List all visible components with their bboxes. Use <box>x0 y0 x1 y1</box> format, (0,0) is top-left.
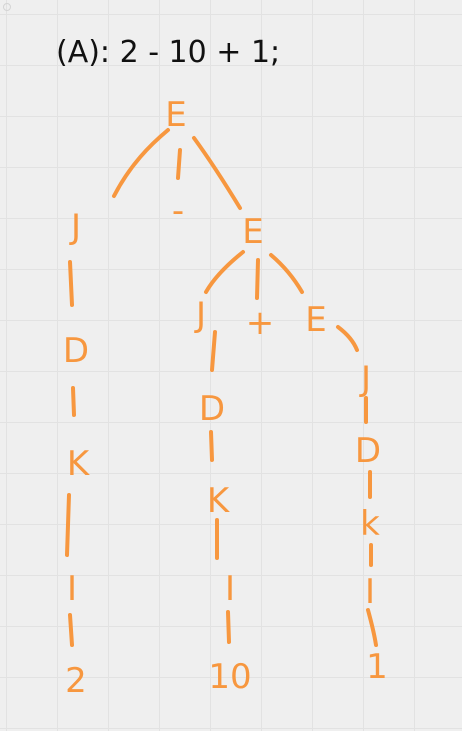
edge-i-to-1 <box>366 608 378 647</box>
node-d-right: D <box>355 431 381 471</box>
node-k-right: k <box>360 504 380 544</box>
edge-e-to-e-inner <box>269 253 304 294</box>
node-minus: - <box>172 191 184 231</box>
node-i-left: I <box>67 569 77 609</box>
edge-e-to-plus <box>255 258 260 300</box>
tree-edges <box>65 128 378 647</box>
node-j-right: J <box>359 359 371 399</box>
edge-e-to-j-inner <box>204 250 245 294</box>
node-i-right: I <box>365 572 375 612</box>
node-e-right: E <box>305 300 326 340</box>
edge-d-to-k-left <box>71 386 76 417</box>
expression-title: (A): 2 - 10 + 1; <box>56 35 281 70</box>
node-d-middle: D <box>199 389 225 429</box>
edge-j-to-d-middle <box>210 330 217 372</box>
node-root-e: E <box>165 95 186 135</box>
node-j-left: J <box>69 207 81 247</box>
edge-i-to-2 <box>68 613 74 647</box>
edge-d-to-k-middle <box>209 430 214 462</box>
edge-root-to-e <box>192 136 242 210</box>
edge-k-to-i-left <box>65 493 71 557</box>
edge-i-to-10 <box>226 610 231 644</box>
node-k-left: K <box>67 444 91 484</box>
node-d-left: D <box>63 331 89 371</box>
edge-root-to-minus <box>176 148 182 180</box>
node-j-middle: J <box>194 295 206 335</box>
corner-dot-icon <box>3 3 11 11</box>
node-leaf-10: 10 <box>208 657 251 697</box>
node-e-inner: E <box>242 212 263 252</box>
node-plus: + <box>246 303 275 343</box>
node-leaf-2: 2 <box>65 661 87 701</box>
node-leaf-1: 1 <box>366 647 388 687</box>
edge-j-to-d <box>68 260 74 307</box>
node-k-middle: K <box>207 481 231 521</box>
edge-e-to-j-right <box>336 325 359 352</box>
node-i-middle: I <box>225 569 235 609</box>
edge-root-to-j <box>112 128 170 198</box>
